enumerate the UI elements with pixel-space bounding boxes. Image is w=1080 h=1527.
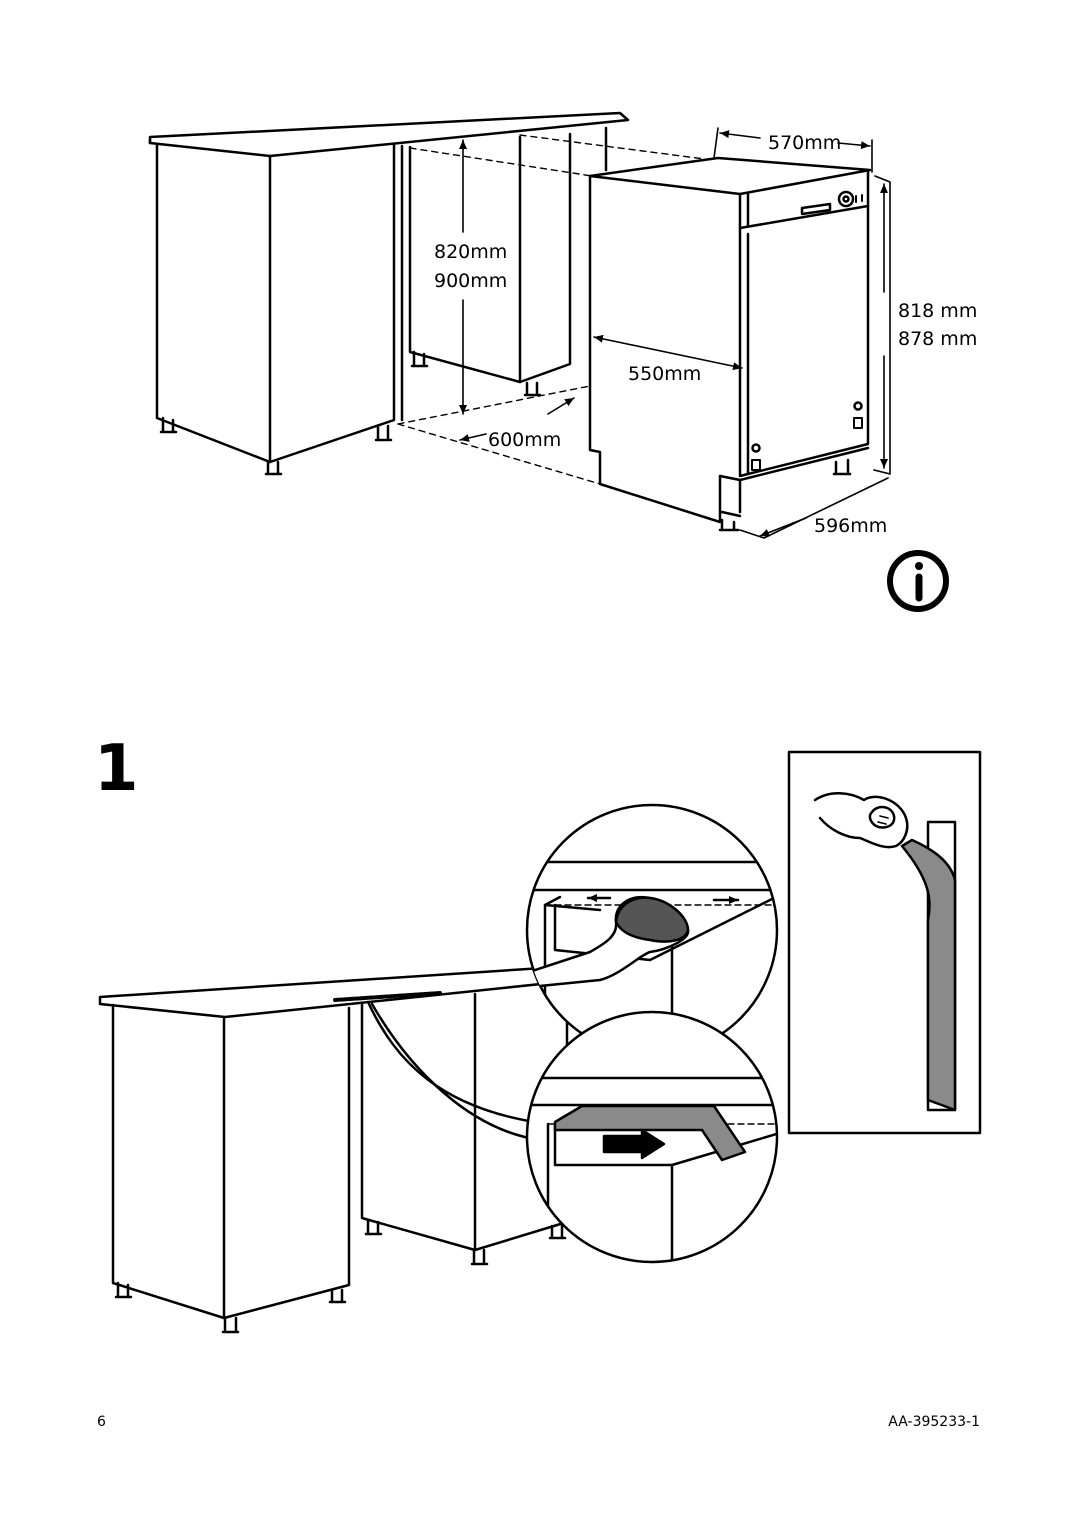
- dimension-878mm: 878 mm: [898, 328, 977, 350]
- dishwasher-appliance: [588, 156, 872, 532]
- document-code: AA-395233-1: [888, 1414, 980, 1430]
- info-icon: [887, 550, 949, 612]
- top-guide-lines: [397, 134, 713, 485]
- dimension-600mm: 600mm: [488, 429, 561, 451]
- bottom-cabinet-worktop: [98, 966, 569, 1334]
- dimension-570mm: 570mm: [768, 132, 841, 154]
- top-cabinet-worktop: [148, 111, 630, 476]
- step-number: 1: [94, 732, 139, 806]
- detail-circle-press: [525, 803, 779, 1057]
- dimension-596mm: 596mm: [814, 515, 887, 537]
- inset-peel-panel: [787, 750, 982, 1135]
- dimension-lines: [459, 127, 891, 539]
- dimension-818mm: 818 mm: [898, 300, 977, 322]
- page-number: 6: [97, 1414, 106, 1430]
- dimension-820mm: 820mm: [434, 241, 507, 263]
- detail-circle-strip: [525, 1010, 779, 1264]
- dimension-550mm: 550mm: [628, 363, 701, 385]
- dimension-900mm: 900mm: [434, 270, 507, 292]
